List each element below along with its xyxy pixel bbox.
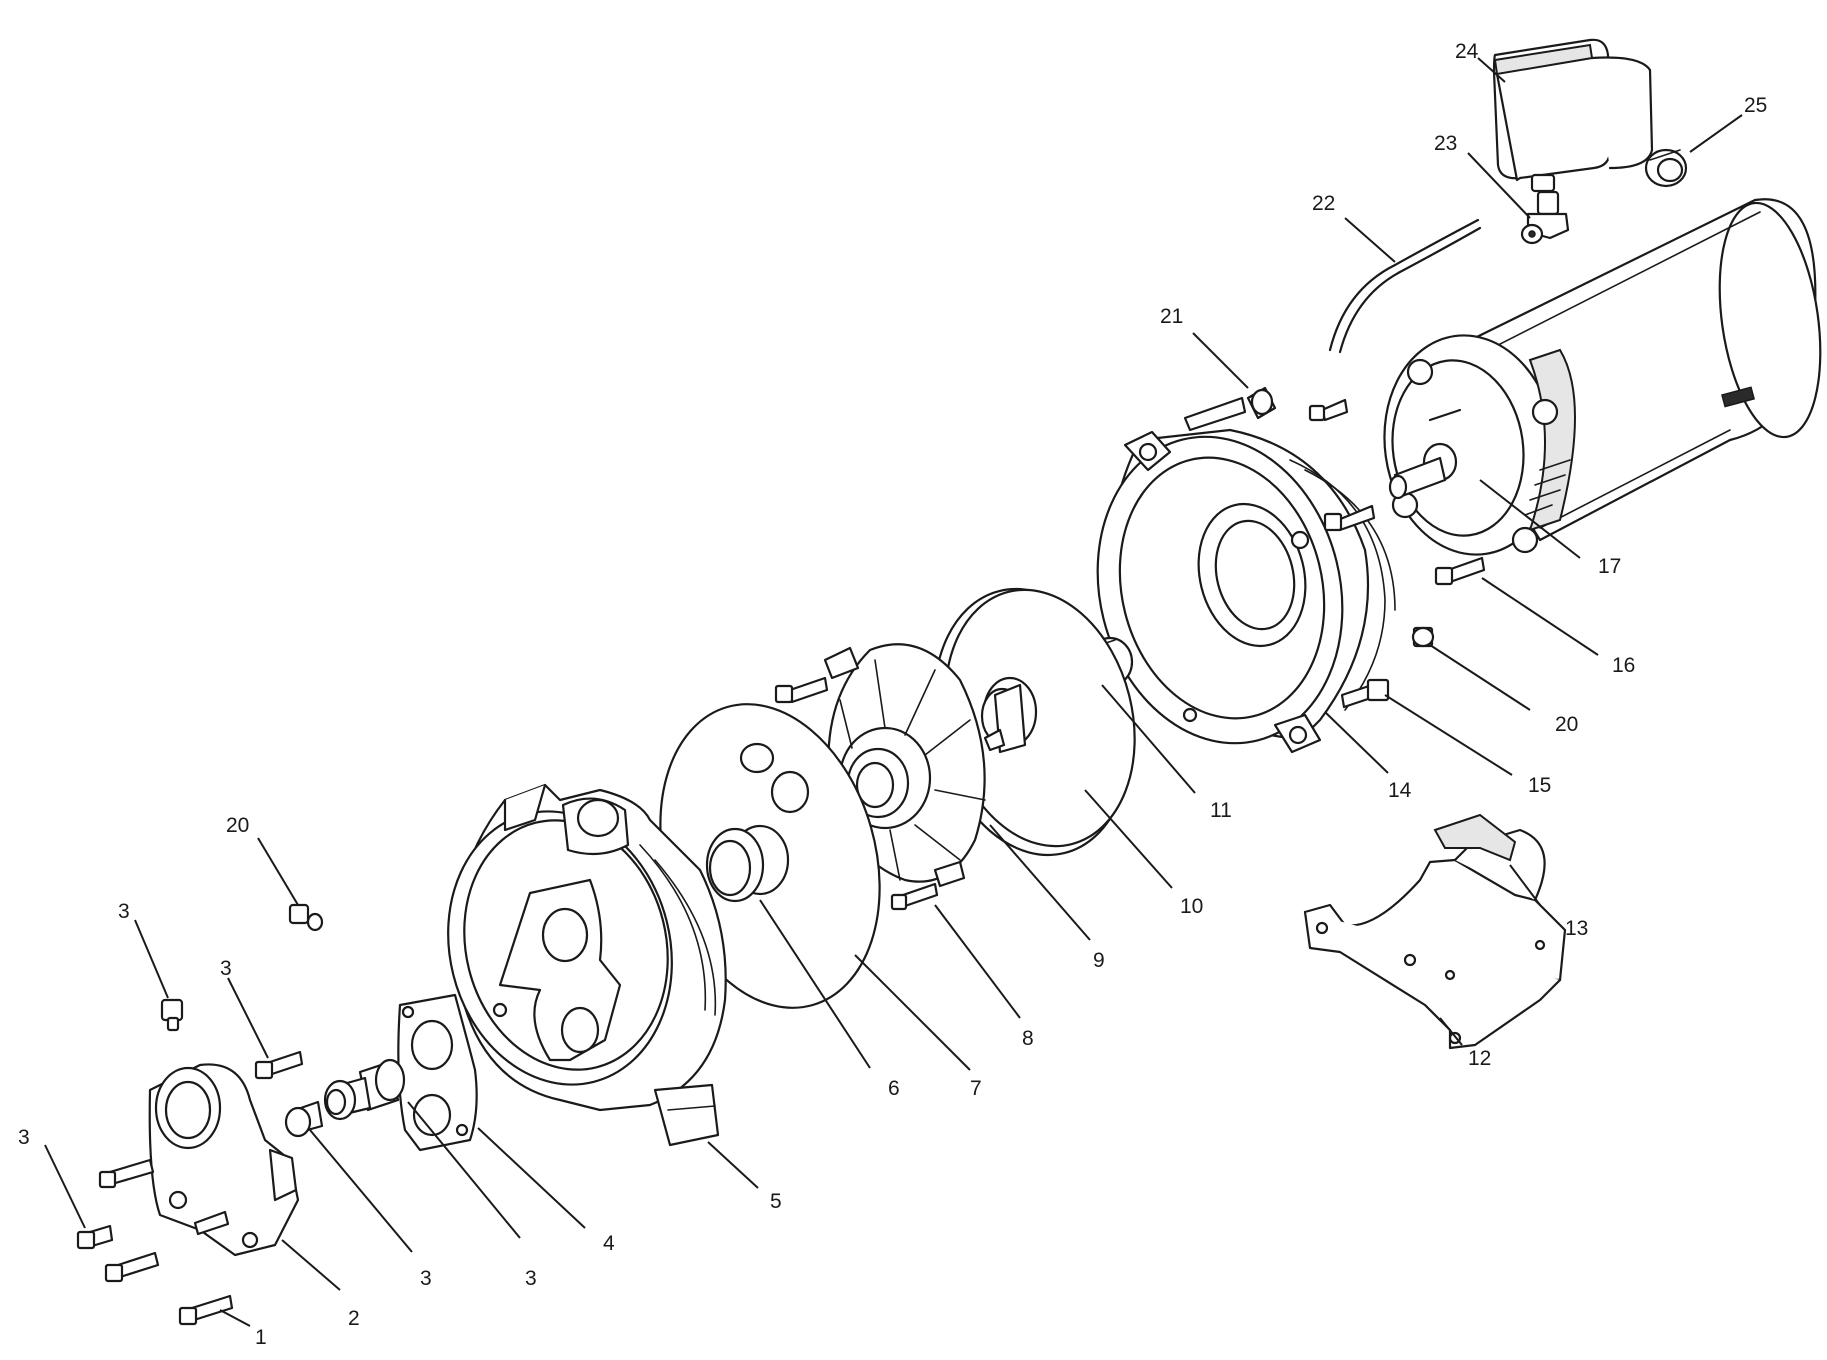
leader-5 [407, 1101, 521, 1239]
leader-23 [1467, 152, 1531, 219]
leader-7 [707, 1141, 759, 1189]
leader-14 [1439, 1017, 1463, 1046]
callout-3c-display: 3 [18, 1126, 30, 1149]
callout-labels: 24 25 23 22 21 17 16 20 15 14 11 10 9 8 … [18, 40, 1767, 1349]
leader-15 [1509, 864, 1541, 906]
plug-fitting [1644, 148, 1688, 188]
callout-18: 16 [1612, 654, 1635, 677]
leader-11 [989, 824, 1091, 941]
leader-18 [1481, 577, 1599, 656]
elbow-fitting [1520, 190, 1570, 245]
callout-23: 23 [1434, 132, 1457, 155]
pump-housing [447, 783, 727, 1147]
right-bolts [1340, 556, 1486, 709]
callout-4: 3 [420, 1267, 432, 1290]
leader-3c [44, 1144, 86, 1229]
callout-11: 9 [1093, 949, 1105, 972]
motor [1383, 198, 1822, 556]
leader-3b [227, 977, 269, 1059]
leader-9 [854, 954, 971, 1071]
callout-16: 14 [1388, 779, 1412, 802]
leader-25 [1689, 114, 1743, 153]
leader-17 [1384, 694, 1513, 776]
copper-tube [1328, 218, 1482, 354]
o-ring [705, 827, 765, 903]
callout-17: 15 [1528, 774, 1551, 797]
inlet-flange [148, 1063, 300, 1257]
base-stand [1303, 813, 1567, 1050]
callout-22: 22 [1312, 192, 1335, 215]
leader-16 [1324, 711, 1389, 774]
leader-12 [1084, 789, 1173, 889]
impeller-screw [890, 882, 939, 911]
flange-gasket [397, 993, 478, 1152]
callout-19: 17 [1598, 555, 1621, 578]
callout-7: 5 [770, 1190, 782, 1213]
callout-25: 25 [1744, 94, 1767, 117]
callout-13: 11 [1210, 799, 1232, 822]
leader-22 [1344, 217, 1396, 263]
leader-20-right [1429, 644, 1531, 711]
callout-8: 6 [888, 1077, 900, 1100]
leader-21 [1192, 332, 1249, 389]
leader-13 [1101, 684, 1196, 794]
fill-nut-and-bolts [1183, 386, 1376, 532]
callout-24: 24 [1455, 40, 1479, 63]
callout-12: 10 [1180, 895, 1203, 918]
callout-5: 3 [525, 1267, 537, 1290]
callout-3b-display: 3 [220, 957, 232, 980]
leader-2 [281, 1239, 341, 1291]
leader-1 [219, 1309, 251, 1327]
leader-lines [44, 57, 1743, 1327]
callout-3a: 3 [118, 900, 130, 923]
bolts-left [76, 903, 324, 1326]
pressure-switch-box [1492, 38, 1654, 193]
leader-8 [759, 899, 871, 1069]
leader-4 [309, 1129, 413, 1253]
leader-6 [477, 1127, 586, 1229]
callout-1: 1 [255, 1326, 267, 1349]
motor-adapter [1096, 428, 1396, 754]
callout-15: 13 [1565, 917, 1588, 940]
nozzle-venturi [284, 1058, 406, 1138]
callout-14: 12 [1468, 1047, 1491, 1070]
callout-21: 21 [1160, 305, 1183, 328]
leader-3a [134, 919, 169, 999]
callout-6: 4 [603, 1232, 615, 1255]
leader-19 [1479, 479, 1581, 559]
leader-24 [1477, 57, 1506, 83]
leader-10 [934, 904, 1021, 1019]
callout-10: 8 [1022, 1027, 1034, 1050]
callout-2: 2 [348, 1307, 360, 1330]
leader-20-left [257, 837, 299, 906]
callout-20-right: 20 [1555, 713, 1578, 736]
callout-20-left: 20 [226, 814, 249, 837]
callout-9: 7 [970, 1077, 982, 1100]
